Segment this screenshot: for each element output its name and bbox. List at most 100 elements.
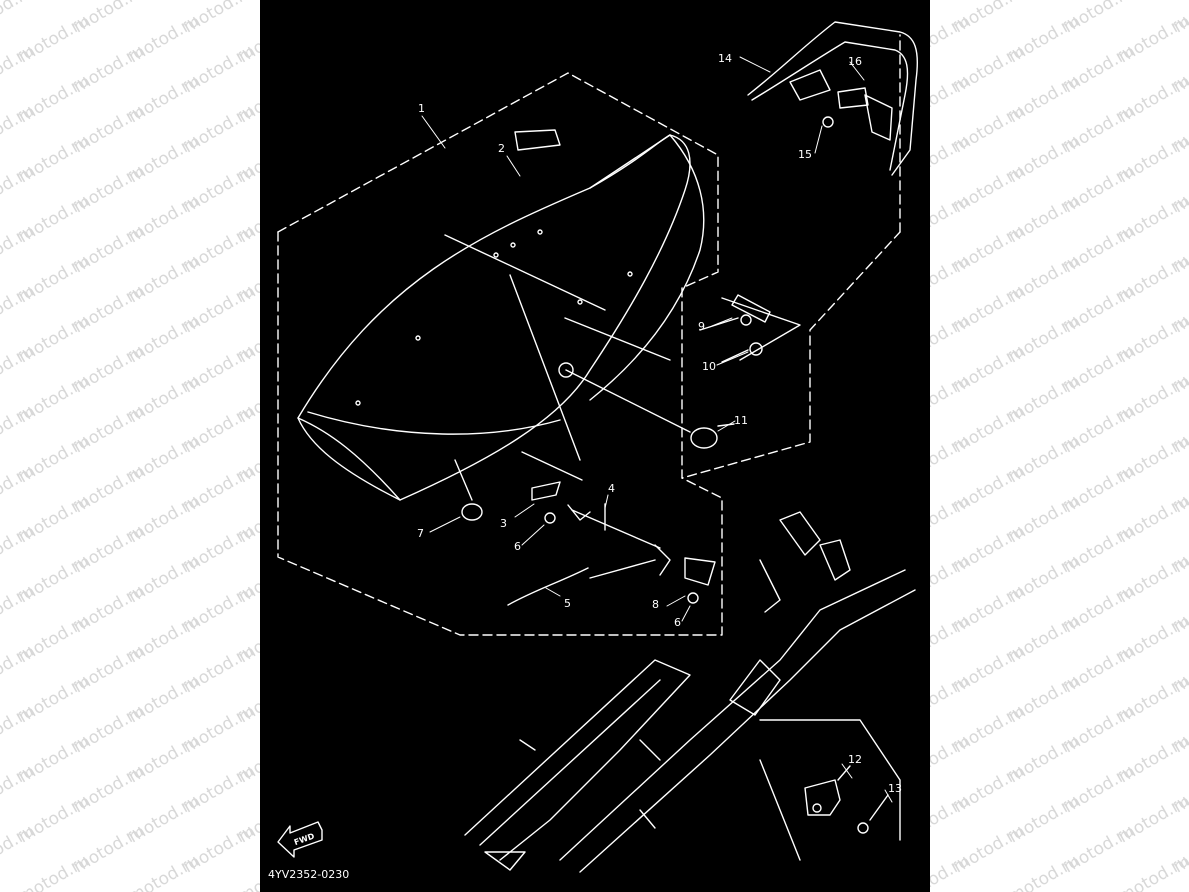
watermark-text: motod.ru <box>1060 701 1138 758</box>
watermark-text: motod.ru <box>125 131 203 188</box>
watermark-text: motod.ru <box>950 701 1028 758</box>
watermark-text: motod.ru <box>125 251 203 308</box>
callout-5: 5 <box>564 597 571 610</box>
watermark-text: motod.ru <box>1115 311 1189 368</box>
watermark-text: motod.ru <box>180 161 258 218</box>
callout-3: 3 <box>500 517 507 530</box>
watermark-text: motod.ru <box>70 281 148 338</box>
seat-hardware <box>454 451 716 604</box>
watermark-text: motod.ru <box>1170 341 1189 398</box>
watermark-text: motod.ru <box>180 521 258 578</box>
grab-bar-part-14 <box>747 21 918 176</box>
spacer-part-11 <box>565 369 735 449</box>
watermark-text: motod.ru <box>1170 641 1189 698</box>
watermark-text: motod.ru <box>950 0 1028 38</box>
watermark-text: motod.ru <box>1115 791 1189 848</box>
seat-lock-rod-part-4 <box>567 503 671 579</box>
watermark-text: motod.ru <box>950 641 1028 698</box>
fwd-arrow-icon <box>277 821 323 858</box>
seat-assembly-outline-lower <box>277 231 723 636</box>
watermark-text: motod.ru <box>0 281 38 338</box>
callout-6b: 6 <box>674 616 681 629</box>
watermark-text: motod.ru <box>1005 731 1083 788</box>
watermark-text: motod.ru <box>1115 671 1189 728</box>
watermark-text: motod.ru <box>15 431 93 488</box>
watermark-text: motod.ru <box>1060 401 1138 458</box>
watermark-text: motod.ru <box>0 701 38 758</box>
watermark-text: motod.ru <box>125 191 203 248</box>
watermark-text: motod.ru <box>15 791 93 848</box>
watermark-text: motod.ru <box>1115 851 1189 892</box>
watermark-text: motod.ru <box>70 161 148 218</box>
watermark-text: motod.ru <box>950 161 1028 218</box>
watermark-text: motod.ru <box>1060 821 1138 878</box>
watermark-text: motod.ru <box>15 671 93 728</box>
watermark-text: motod.ru <box>1115 551 1189 608</box>
watermark-text: motod.ru <box>1170 221 1189 278</box>
watermark-text: motod.ru <box>1005 851 1083 892</box>
watermark-text: motod.ru <box>1115 71 1189 128</box>
watermark-text: motod.ru <box>1005 551 1083 608</box>
callout-15: 15 <box>798 148 812 161</box>
watermark-text: motod.ru <box>1005 611 1083 668</box>
watermark-text: motod.ru <box>125 611 203 668</box>
watermark-text: motod.ru <box>1060 641 1138 698</box>
watermark-text: motod.ru <box>950 341 1028 398</box>
watermark-text: motod.ru <box>1170 161 1189 218</box>
watermark-text: motod.ru <box>15 131 93 188</box>
watermark-text: motod.ru <box>1170 281 1189 338</box>
watermark-text: motod.ru <box>15 71 93 128</box>
callout-13: 13 <box>888 782 902 795</box>
watermark-text: motod.ru <box>1115 431 1189 488</box>
watermark-text: motod.ru <box>125 731 203 788</box>
watermark-text: motod.ru <box>15 731 93 788</box>
watermark-text: motod.ru <box>180 761 258 818</box>
callout-10: 10 <box>702 360 716 373</box>
watermark-text: motod.ru <box>0 341 38 398</box>
watermark-text: motod.ru <box>180 821 258 878</box>
watermark-text: motod.ru <box>70 341 148 398</box>
watermark-text: motod.ru <box>1115 731 1189 788</box>
watermark-text: motod.ru <box>15 11 93 68</box>
watermark-text: motod.ru <box>950 821 1028 878</box>
watermark-text: motod.ru <box>15 371 93 428</box>
watermark-text: motod.ru <box>70 641 148 698</box>
callout-11: 11 <box>734 414 748 427</box>
parts-diagram: 1 2 3 4 5 6 6 7 8 9 10 11 12 13 14 15 16… <box>260 0 930 892</box>
watermark-text: motod.ru <box>1115 251 1189 308</box>
watermark-text: motod.ru <box>1005 491 1083 548</box>
watermark-text: motod.ru <box>1115 191 1189 248</box>
watermark-text: motod.ru <box>1060 761 1138 818</box>
watermark-text: motod.ru <box>1115 371 1189 428</box>
leader-lines <box>421 56 893 803</box>
watermark-text: motod.ru <box>1115 611 1189 668</box>
watermark-text: motod.ru <box>125 71 203 128</box>
watermark-text: motod.ru <box>1005 251 1083 308</box>
callout-1: 1 <box>418 102 425 115</box>
watermark-text: motod.ru <box>950 401 1028 458</box>
watermark-text: motod.ru <box>0 461 38 518</box>
watermark-text: motod.ru <box>1060 461 1138 518</box>
watermark-text: motod.ru <box>1115 491 1189 548</box>
watermark-text: motod.ru <box>1005 71 1083 128</box>
watermark-text: motod.ru <box>950 761 1028 818</box>
watermark-text: motod.ru <box>1170 0 1189 38</box>
frame <box>464 511 916 873</box>
watermark-text: motod.ru <box>1060 281 1138 338</box>
watermark-text: motod.ru <box>950 41 1028 98</box>
watermark-text: motod.ru <box>125 671 203 728</box>
watermark-text: motod.ru <box>180 461 258 518</box>
callout-16: 16 <box>848 55 862 68</box>
bracket-part-12 <box>804 765 889 834</box>
callout-6a: 6 <box>514 540 521 553</box>
part-code: 4YV2352-0230 <box>268 868 349 881</box>
callout-2: 2 <box>498 142 505 155</box>
watermark-text: motod.ru <box>1005 371 1083 428</box>
watermark-text: motod.ru <box>180 641 258 698</box>
watermark-text: motod.ru <box>950 101 1028 158</box>
watermark-text: motod.ru <box>1170 401 1189 458</box>
watermark-text: motod.ru <box>125 551 203 608</box>
watermark-text: motod.ru <box>180 401 258 458</box>
watermark-text: motod.ru <box>70 221 148 278</box>
watermark-text: motod.ru <box>0 401 38 458</box>
